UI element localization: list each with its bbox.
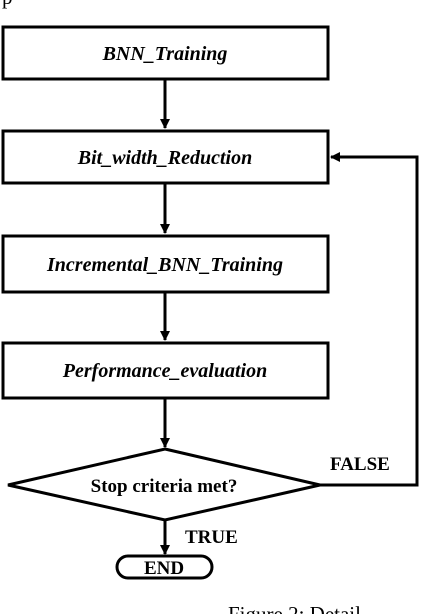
figure-caption-fragment: Figure 2: Detail bbox=[228, 602, 361, 614]
stop-criteria-decision-diamond bbox=[7, 447, 321, 522]
incremental-bnn-training-box bbox=[1, 234, 330, 294]
bit-width-reduction-label: Bit_width_Reduction bbox=[77, 147, 252, 169]
incremental-bnn-training-label: Incremental_BNN_Training bbox=[46, 254, 283, 276]
false-loop-connector bbox=[320, 152, 419, 487]
bnn-training-box bbox=[1, 25, 330, 81]
performance-evaluation-label: Performance_evaluation bbox=[62, 360, 267, 382]
end-terminator bbox=[115, 554, 214, 580]
stop-criteria-label: Stop criteria met? bbox=[91, 476, 238, 497]
top-text-fragment: p bbox=[2, 0, 13, 9]
bnn-training-label: BNN_Training bbox=[102, 43, 228, 65]
false-label: FALSE bbox=[330, 454, 390, 475]
bit-width-reduction-box bbox=[1, 129, 330, 185]
performance-evaluation-box bbox=[1, 341, 330, 400]
true-label: TRUE bbox=[185, 527, 238, 548]
end-label: END bbox=[144, 558, 184, 579]
